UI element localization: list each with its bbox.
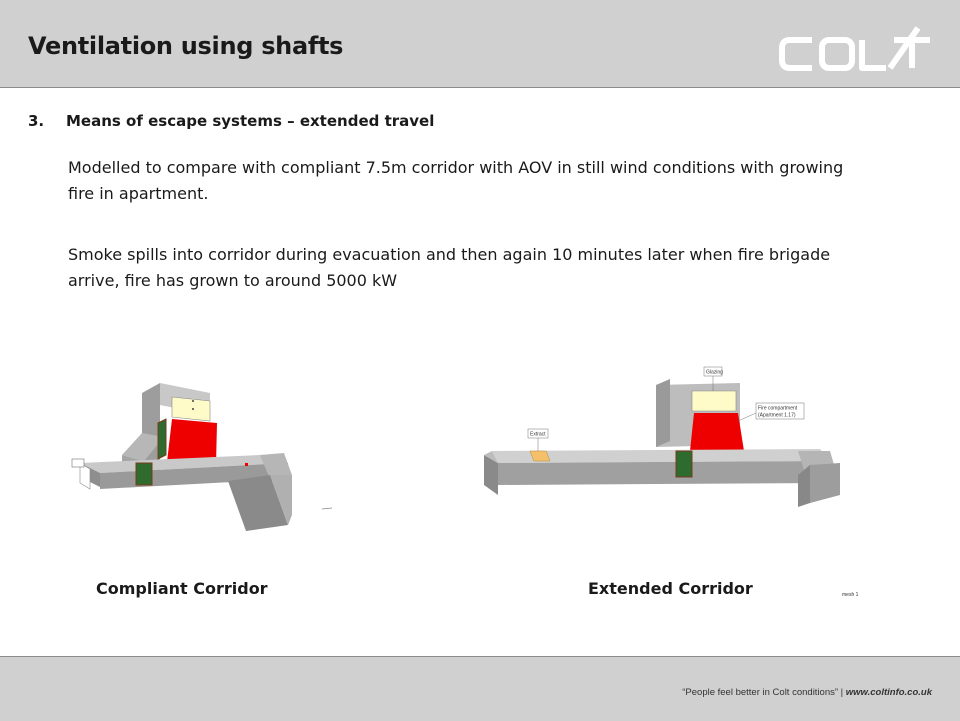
section-number: 3. <box>28 112 45 130</box>
door-green <box>675 450 693 478</box>
tagline-separator: | <box>840 687 844 698</box>
glazing-panel <box>171 396 211 422</box>
website-link[interactable]: www.coltinfo.co.uk <box>845 687 932 698</box>
extended-corridor-model: Glazing Fire compartment (Apartment 1.17… <box>484 366 859 598</box>
label-extract: Extract <box>530 432 546 438</box>
footer-tagline: “People feel better in Colt conditions” … <box>682 687 932 698</box>
extract-vent <box>529 450 551 462</box>
paragraph-comparison: Modelled to compare with compliant 7.5m … <box>68 158 844 203</box>
section-title: Means of escape systems – extended trave… <box>66 112 435 130</box>
page-title: Ventilation using shafts <box>28 32 344 60</box>
colt-logo <box>779 26 930 71</box>
section-heading: 3. Means of escape systems – extended tra… <box>28 112 434 130</box>
compliant-corridor-model <box>71 383 333 531</box>
caption-extended-corridor: Extended Corridor <box>588 579 753 598</box>
label-fire-compartment-apartment: (Apartment 1.17) <box>758 413 796 419</box>
header-bar: Ventilation using shafts <box>0 0 960 88</box>
mesh-mark: mesh 1 <box>842 592 859 598</box>
door-green <box>135 462 153 486</box>
fire-compartment <box>167 419 217 465</box>
fire-compartment <box>690 413 744 451</box>
caption-compliant-corridor: Compliant Corridor <box>96 579 268 598</box>
label-glazing: Glazing <box>706 370 723 376</box>
paragraph-smoke-spill: Smoke spills into corridor during evacua… <box>68 245 831 290</box>
door-green <box>157 418 167 460</box>
glazing-panel <box>691 390 737 412</box>
label-fire-compartment: Fire compartment <box>758 406 798 412</box>
tagline-text: “People feel better in Colt conditions” <box>682 687 839 698</box>
footer-bar: “People feel better in Colt conditions” … <box>0 656 960 721</box>
